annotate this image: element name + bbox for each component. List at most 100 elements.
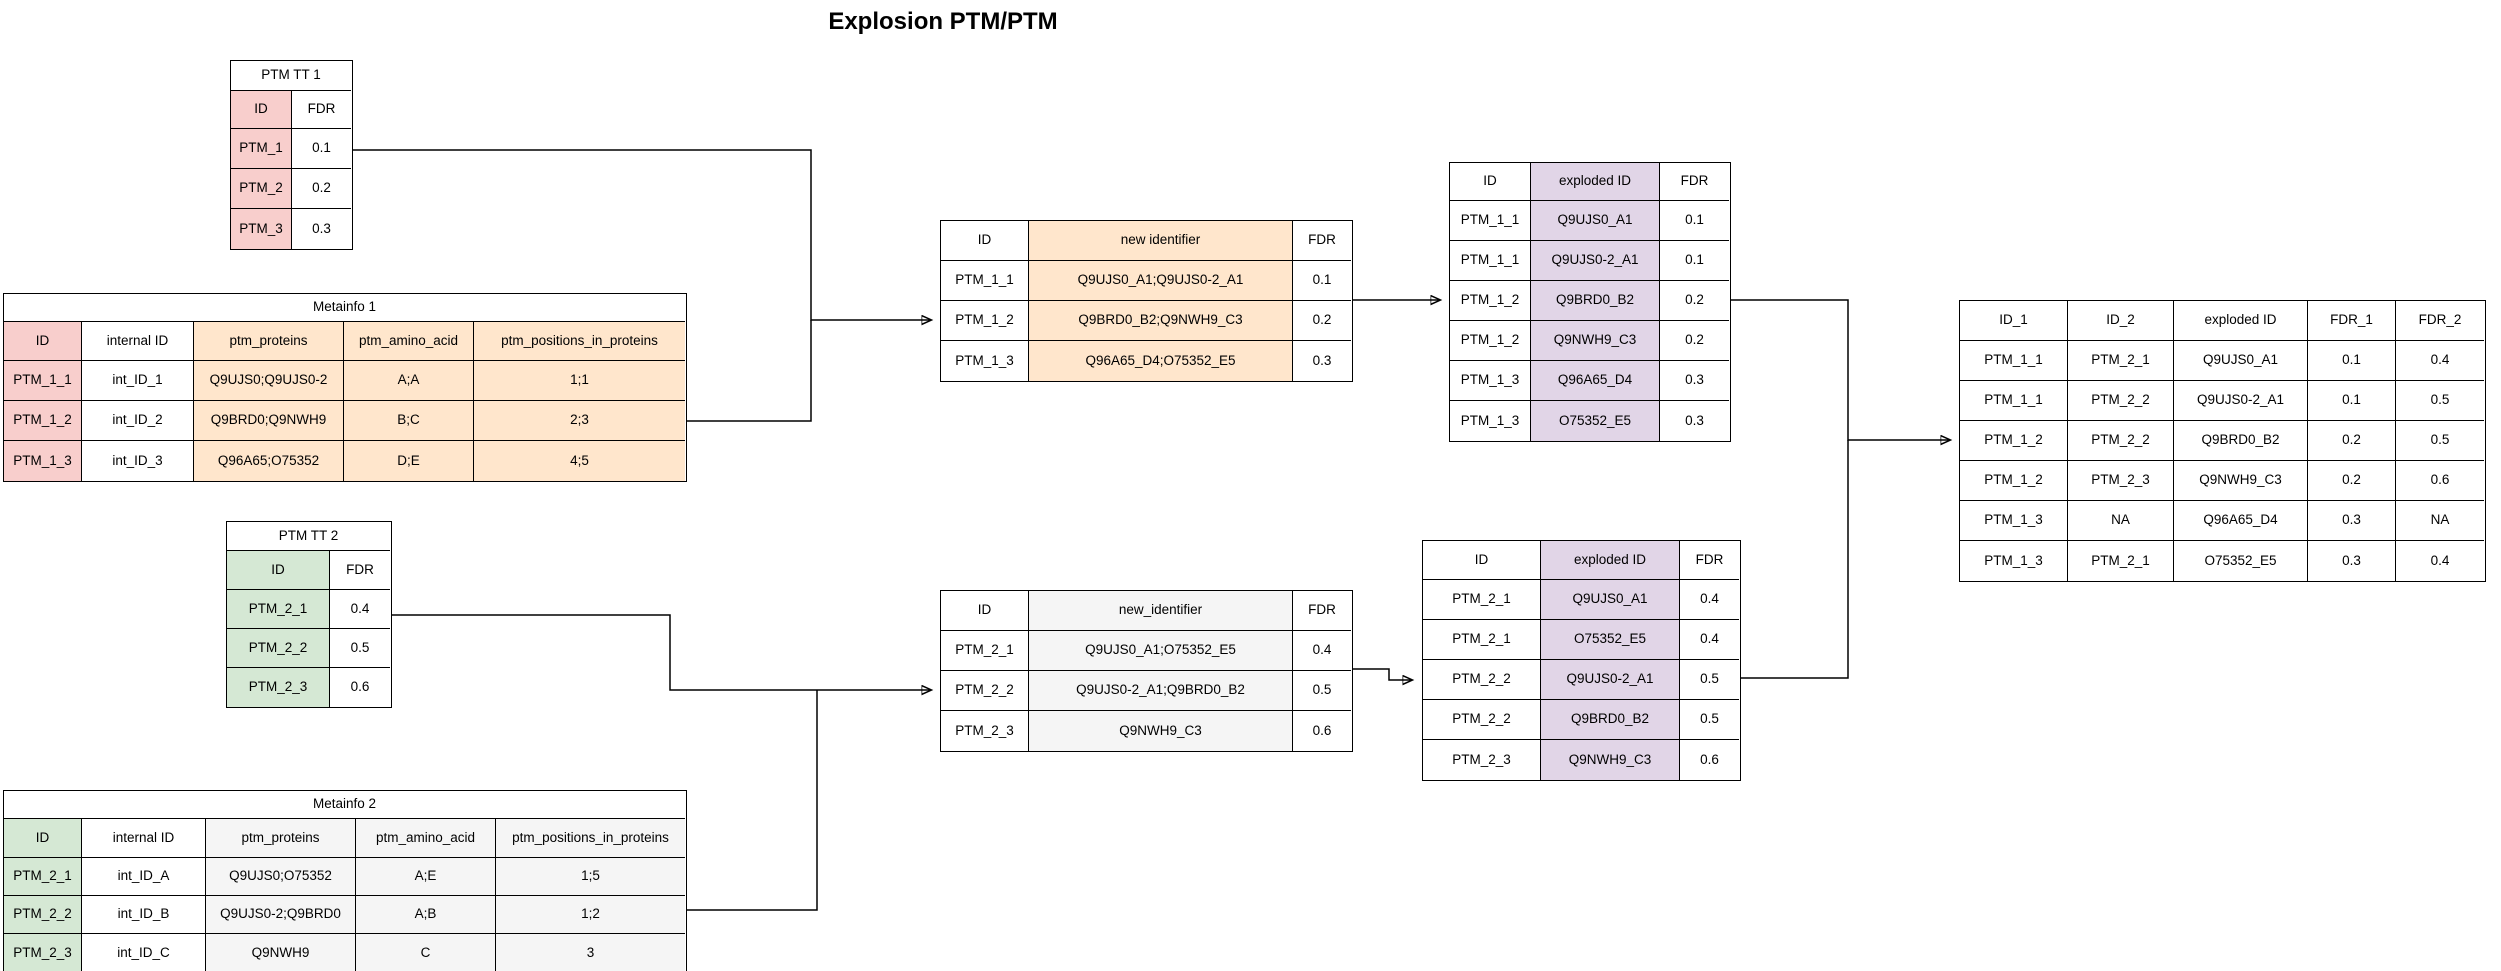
table-cell: B;C <box>344 401 474 441</box>
table-cell: A;A <box>344 361 474 401</box>
table-cell: Q9NWH9_C3 <box>1029 711 1293 751</box>
table-cell: 0.5 <box>1680 660 1739 700</box>
table-cell: PTM_1_3 <box>1960 501 2068 541</box>
table-cell: PTM_2_1 <box>941 631 1029 671</box>
table-cell: Q9NWH9_C3 <box>1541 740 1680 780</box>
table-cell: Q9UJS0-2_A1 <box>1541 660 1680 700</box>
column-header: FDR <box>1293 591 1351 631</box>
table-cell: 0.5 <box>2396 381 2484 421</box>
table-cell: PTM_1_1 <box>1450 201 1531 241</box>
table-cell: int_ID_C <box>82 934 206 971</box>
table-cell: Q96A65_D4;O75352_E5 <box>1029 341 1293 381</box>
connector-arrow <box>392 614 931 690</box>
column-header: FDR <box>1660 163 1729 201</box>
table-cell: Q9UJS0-2_A1 <box>2174 381 2308 421</box>
table-cell: Q9NWH9_C3 <box>1531 321 1660 361</box>
table-cell: PTM_1_1 <box>4 361 82 401</box>
table-cell: Q9UJS0_A1 <box>1541 580 1680 620</box>
table-cell: 0.1 <box>2308 341 2396 381</box>
column-header: ID_1 <box>1960 301 2068 341</box>
table-cell: PTM_2_2 <box>2068 381 2174 421</box>
column-header: FDR_1 <box>2308 301 2396 341</box>
table-cell: PTM_1_3 <box>1960 541 2068 581</box>
table-cell: 0.1 <box>1293 261 1351 301</box>
table-cell: 0.4 <box>2396 541 2484 581</box>
column-header: FDR <box>330 551 390 590</box>
table-cell: PTM_2_3 <box>941 711 1029 751</box>
column-header: ID <box>1450 163 1531 201</box>
column-header: internal ID <box>82 819 206 858</box>
column-header: ID <box>941 591 1029 631</box>
table-cell: PTM_2 <box>231 169 292 209</box>
table-cell: PTM_1_2 <box>1960 461 2068 501</box>
table-cell: PTM_2_1 <box>1423 580 1541 620</box>
table-cell: 4;5 <box>474 441 685 481</box>
table-cell: Q9BRD0;Q9NWH9 <box>194 401 344 441</box>
table-cell: int_ID_3 <box>82 441 194 481</box>
table-cell: O75352_E5 <box>2174 541 2308 581</box>
table-cell: PTM_2_2 <box>2068 421 2174 461</box>
table-cell: Q9UJS0;Q9UJS0-2 <box>194 361 344 401</box>
table-cell: C <box>356 934 496 971</box>
column-header: exploded ID <box>1531 163 1660 201</box>
column-header: internal ID <box>82 322 194 361</box>
table-cell: PTM_2_2 <box>1423 700 1541 740</box>
table-cell: Q9UJS0-2;Q9BRD0 <box>206 896 356 934</box>
table-cell: 0.5 <box>1680 700 1739 740</box>
table-cell: 0.4 <box>330 590 390 629</box>
table-cell: 0.2 <box>1660 281 1729 321</box>
column-header: exploded ID <box>2174 301 2308 341</box>
table-cell: 0.1 <box>1660 201 1729 241</box>
column-header: FDR <box>1293 221 1351 261</box>
connector-arrow <box>1731 299 1950 440</box>
table-cell: 0.3 <box>2308 541 2396 581</box>
table-cell: PTM_2_3 <box>227 668 330 707</box>
table-cell: A;B <box>356 896 496 934</box>
table-cell: 0.6 <box>1293 711 1351 751</box>
table-cell: 0.6 <box>330 668 390 707</box>
table-cell: 0.2 <box>292 169 351 209</box>
table-title: PTM TT 1 <box>231 61 351 91</box>
table-cell: PTM_1_1 <box>1960 341 2068 381</box>
column-header: ID <box>4 819 82 858</box>
table-cell: O75352_E5 <box>1531 401 1660 441</box>
column-header: ptm_positions_in_proteins <box>496 819 685 858</box>
table-cell: PTM_1_1 <box>1450 241 1531 281</box>
table-cell: PTM_2_3 <box>2068 461 2174 501</box>
table-cell: 0.4 <box>1680 620 1739 660</box>
table-cell: PTM_2_3 <box>4 934 82 971</box>
table-cell: 1;2 <box>496 896 685 934</box>
table-cell: Q9UJS0-2_A1 <box>1531 241 1660 281</box>
column-header: FDR <box>1680 541 1739 580</box>
table-cell: Q9UJS0;O75352 <box>206 858 356 896</box>
table-title: Metainfo 1 <box>4 294 685 322</box>
table-cell: PTM_2_1 <box>4 858 82 896</box>
table-cell: 0.6 <box>2396 461 2484 501</box>
table-cell: 0.5 <box>1293 671 1351 711</box>
table-cell: Q9BRD0_B2 <box>1541 700 1680 740</box>
table-cell: Q9BRD0_B2;Q9NWH9_C3 <box>1029 301 1293 341</box>
table-title: Metainfo 2 <box>4 791 685 819</box>
table-cell: Q9NWH9 <box>206 934 356 971</box>
table-cell: 0.2 <box>1293 301 1351 341</box>
table-cell: Q9BRD0_B2 <box>1531 281 1660 321</box>
table-cell: 0.1 <box>2308 381 2396 421</box>
table-cell: PTM_2_3 <box>1423 740 1541 780</box>
column-header: ID_2 <box>2068 301 2174 341</box>
column-header: ptm_proteins <box>194 322 344 361</box>
table-cell: PTM_2_1 <box>227 590 330 629</box>
table-cell: 0.2 <box>1660 321 1729 361</box>
table-cell: 0.1 <box>292 129 351 169</box>
table-cell: PTM_1_2 <box>1960 421 2068 461</box>
column-header: new_identifier <box>1029 591 1293 631</box>
column-header: ptm_proteins <box>206 819 356 858</box>
table-cell: O75352_E5 <box>1541 620 1680 660</box>
table-cell: 1;1 <box>474 361 685 401</box>
column-header: ptm_amino_acid <box>344 322 474 361</box>
